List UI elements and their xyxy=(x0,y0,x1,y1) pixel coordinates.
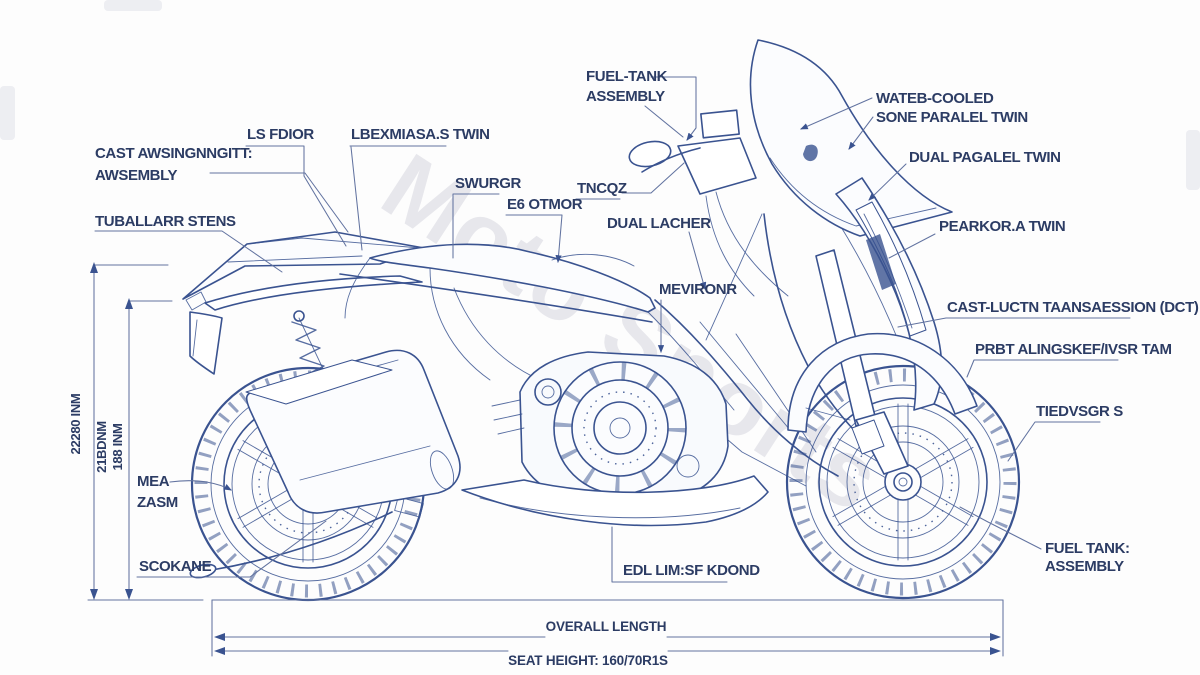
label-dual-pagalel-twin: DUAL PAGALEL TWIN xyxy=(909,149,1061,166)
label-fuel-tank-top-1: FUEL-TANK xyxy=(586,68,668,85)
label-fuel-tank-bottom-1: FUEL TANK: xyxy=(1045,540,1130,557)
handle-grip xyxy=(628,140,672,168)
scooter-drawing xyxy=(182,39,1021,602)
label-swurgr: SWURGR xyxy=(455,175,521,192)
belly-panel xyxy=(461,475,769,527)
label-dual-lacher: DUAL LACHER xyxy=(607,215,711,232)
label-zasm: ZASM xyxy=(137,494,178,511)
label-overall-length: OVERALL LENGTH xyxy=(546,619,667,634)
windscreen xyxy=(749,39,953,237)
label-height-total: 22280 INM xyxy=(68,394,83,455)
label-height-small: 188 INM xyxy=(110,423,125,470)
brake-caliper xyxy=(851,419,885,455)
label-tiedvsgrs: TIEDVSGR S xyxy=(1036,403,1123,420)
label-cast-luctn-dct: CAST-LUCTN TAANSAESSION (DCT) xyxy=(947,299,1199,316)
dimension-lines xyxy=(87,262,1004,657)
fairing-badge xyxy=(803,144,818,162)
front-fender xyxy=(787,332,978,433)
scan-smudge xyxy=(0,86,15,140)
front-fork xyxy=(815,249,913,492)
label-edl-limsf: EDL LIM:SF KDOND xyxy=(623,562,760,579)
brake-reservoir xyxy=(700,109,740,139)
label-mea: MEA xyxy=(137,473,170,490)
label-prbt-alingskef: PRBT ALINGSKEF/IVSR TAM xyxy=(975,341,1172,358)
label-scokane: SCOKANE xyxy=(139,558,212,575)
scan-smudge xyxy=(1186,130,1200,190)
seat xyxy=(339,243,656,381)
label-mevironr: MEVIRONR xyxy=(659,281,737,298)
label-tubular-steel: TUBALLARR STENS xyxy=(95,213,236,230)
label-fuel-tank-bottom-2: ASSEMBLY xyxy=(1045,558,1124,575)
leader-lines xyxy=(94,76,1131,583)
label-water-cooled-1: WATEB-COOLED xyxy=(876,90,994,107)
front-wheel-spokes xyxy=(832,403,974,561)
label-seat-height: SEAT HEIGHT: 160/70R1S xyxy=(508,653,668,668)
scan-smudge xyxy=(104,0,162,11)
tail-rack xyxy=(182,231,425,375)
engine xyxy=(491,351,729,503)
label-fuel-tank-top-2: ASSEMBLY xyxy=(586,88,665,105)
handlebar xyxy=(628,109,789,297)
brake-lever xyxy=(641,147,701,173)
label-cast-assembly-2: AWSEMBLY xyxy=(95,167,177,184)
label-height-mid: 21BDNM xyxy=(94,421,109,473)
label-cast-assembly-1: CAST AWSINGNNGITT: xyxy=(95,145,252,162)
label-lbexmiasa-twin: LBEXMIASA.S TWIN xyxy=(351,126,490,143)
callout-labels: CAST AWSINGNNGITT: AWSEMBLY TUBALLARR ST… xyxy=(95,68,1199,579)
front-wheel xyxy=(785,364,1021,600)
label-water-cooled-2: SONE PARALEL TWIN xyxy=(876,109,1028,126)
label-tncqz: TNCQZ xyxy=(577,180,627,197)
exhaust-muffler xyxy=(245,349,461,514)
dimension-labels: OVERALL LENGTH SEAT HEIGHT: 160/70R1S 22… xyxy=(68,394,668,668)
label-pearkor-twin: PEARKOR.A TWIN xyxy=(939,218,1065,235)
label-e6-otmor: E6 OTMOR xyxy=(507,196,583,213)
label-ls-fdior: LS FDIOR xyxy=(247,126,314,143)
